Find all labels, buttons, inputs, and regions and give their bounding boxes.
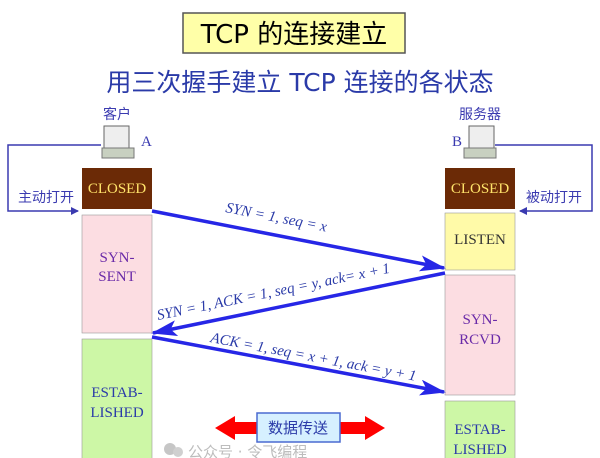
server-state-listen bbox=[444, 212, 516, 271]
client-estab-line2: LISHED bbox=[90, 405, 143, 421]
client-estab-line1: ESTAB- bbox=[91, 385, 142, 401]
server-estab-line2: LISHED bbox=[453, 442, 506, 458]
client-closed-text: CLOSED bbox=[88, 181, 147, 197]
server-state-syn-rcvd bbox=[444, 274, 516, 396]
active-open-label: 主动打开 bbox=[18, 189, 74, 206]
server-state-closed bbox=[445, 168, 515, 209]
computer-icon bbox=[101, 125, 135, 159]
syn-sent-line2: SENT bbox=[98, 269, 136, 285]
syn-rcvd-line2: RCVD bbox=[459, 332, 501, 348]
passive-open-loop bbox=[495, 144, 593, 215]
subtitle: 用三次握手建立 TCP 连接的各状态 bbox=[106, 68, 493, 97]
syn-ack-arrow bbox=[151, 271, 446, 337]
host-b-label: B bbox=[452, 134, 462, 150]
host-a-label: A bbox=[141, 134, 152, 150]
client-label: 客户 bbox=[103, 106, 131, 123]
server-estab-line1: ESTAB- bbox=[454, 422, 505, 438]
syn-sent-line1: SYN- bbox=[99, 250, 134, 266]
data-transfer-box bbox=[256, 412, 341, 443]
watermark: 公众号 · 令飞编程 bbox=[164, 443, 307, 458]
title-box bbox=[182, 12, 406, 54]
active-open-loop bbox=[7, 144, 101, 215]
syn-label: SYN = 1, seq = x bbox=[224, 200, 328, 235]
server-label: 服务器 bbox=[459, 107, 501, 123]
listen-text: LISTEN bbox=[454, 232, 506, 248]
client-state-syn-sent bbox=[81, 214, 153, 334]
server-state-established bbox=[444, 400, 516, 458]
ack-label: ACK = 1, seq = x + 1, ack = y + 1 bbox=[208, 330, 417, 385]
ack-arrow bbox=[151, 335, 446, 396]
client-state-closed bbox=[82, 168, 152, 209]
client-state-established bbox=[81, 338, 153, 458]
syn-rcvd-line1: SYN- bbox=[462, 312, 497, 328]
computer-icon bbox=[463, 125, 497, 159]
title: TCP 的连接建立 bbox=[200, 20, 387, 50]
watermark-text: 公众号 · 令飞编程 bbox=[188, 443, 307, 458]
server-closed-text: CLOSED bbox=[451, 181, 510, 197]
syn-arrow bbox=[151, 209, 446, 272]
passive-open-label: 被动打开 bbox=[526, 189, 582, 206]
data-transfer-label: 数据传送 bbox=[268, 419, 328, 437]
